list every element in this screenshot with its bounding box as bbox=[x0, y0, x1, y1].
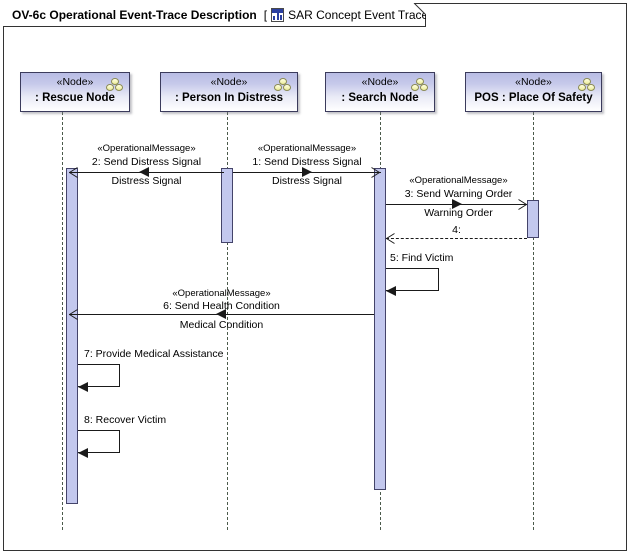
message-6-arrowhead bbox=[69, 309, 78, 320]
message-6-stereotype: «OperationalMessage» bbox=[172, 288, 271, 299]
lifeline-head-rescue[interactable]: «Node» : Rescue Node bbox=[20, 72, 130, 112]
message-7-arrowhead bbox=[78, 382, 88, 392]
lifeline-stereotype: «Node» bbox=[210, 76, 248, 88]
node-icon bbox=[274, 78, 291, 91]
message-1-arrowhead bbox=[371, 167, 380, 178]
message-3-arrowhead bbox=[518, 199, 527, 210]
lifeline-stereotype: «Node» bbox=[56, 76, 94, 88]
diagram-title-text: OV-6c Operational Event-Trace Descriptio… bbox=[12, 7, 257, 22]
message-6-label: 6: Send Health Condition bbox=[163, 300, 280, 312]
lifeline-line-pos bbox=[533, 112, 534, 530]
node-icon bbox=[411, 78, 428, 91]
lifeline-stereotype: «Node» bbox=[361, 76, 399, 88]
lifeline-head-search[interactable]: «Node» : Search Node bbox=[325, 72, 435, 112]
message-1-signal: Distress Signal bbox=[271, 175, 343, 187]
message-8-arrowhead bbox=[78, 448, 88, 458]
lifeline-name: POS : Place Of Safety bbox=[474, 92, 593, 104]
lifeline-line-rescue bbox=[62, 112, 63, 530]
message-7-label: 7: Provide Medical Assistance bbox=[84, 348, 224, 360]
event-trace-diagram-icon bbox=[271, 8, 284, 22]
message-2-arrowhead bbox=[69, 167, 78, 178]
message-2-stereotype: «OperationalMessage» bbox=[97, 143, 196, 154]
message-4-arrowhead bbox=[386, 233, 395, 244]
activation-bar-search[interactable] bbox=[374, 168, 386, 490]
message-8-label: 8: Recover Victim bbox=[84, 414, 167, 426]
message-2-direction-marker bbox=[139, 167, 149, 177]
message-1-direction-marker bbox=[302, 167, 312, 177]
message-3-stereotype: «OperationalMessage» bbox=[409, 175, 508, 186]
lifeline-name: : Person In Distress bbox=[174, 92, 283, 104]
diagram-title-tab[interactable]: OV-6c Operational Event-Trace Descriptio… bbox=[3, 3, 426, 27]
message-5-label: 5: Find Victim bbox=[390, 252, 454, 264]
lifeline-head-person[interactable]: «Node» : Person In Distress bbox=[160, 72, 298, 112]
activation-bar-pos[interactable] bbox=[527, 200, 539, 238]
message-6-direction-marker bbox=[216, 309, 226, 319]
activation-bar-rescue[interactable] bbox=[66, 168, 78, 504]
message-8-loop[interactable] bbox=[78, 430, 120, 453]
message-1-stereotype: «OperationalMessage» bbox=[257, 143, 357, 154]
message-4-line[interactable] bbox=[386, 238, 527, 239]
lifeline-line-person bbox=[227, 112, 228, 530]
lifeline-stereotype: «Node» bbox=[515, 76, 552, 88]
message-7-loop[interactable] bbox=[78, 364, 120, 387]
message-2-signal: Distress Signal bbox=[111, 175, 182, 187]
lifeline-name: : Search Node bbox=[341, 92, 419, 104]
message-3-direction-marker bbox=[452, 199, 462, 209]
message-3-label: 3: Send Warning Order bbox=[404, 188, 513, 200]
message-2-label: 2: Send Distress Signal bbox=[91, 156, 202, 168]
message-5-loop[interactable] bbox=[386, 268, 439, 291]
lifeline-name: : Rescue Node bbox=[35, 92, 115, 104]
diagram-subname-text: SAR Concept Event Trace bbox=[288, 7, 429, 22]
activation-bar-person[interactable] bbox=[221, 168, 233, 243]
message-6-signal: Medical Condition bbox=[179, 319, 264, 331]
message-3-signal: Warning Order bbox=[424, 207, 493, 219]
node-icon bbox=[578, 78, 595, 91]
message-5-arrowhead bbox=[386, 286, 396, 296]
message-1-label: 1: Send Distress Signal bbox=[252, 156, 362, 168]
lifeline-head-pos[interactable]: «Node» POS : Place Of Safety bbox=[465, 72, 602, 112]
node-icon bbox=[106, 78, 123, 91]
message-4-label: 4: bbox=[452, 224, 461, 236]
bracket-open: [ bbox=[263, 7, 268, 22]
